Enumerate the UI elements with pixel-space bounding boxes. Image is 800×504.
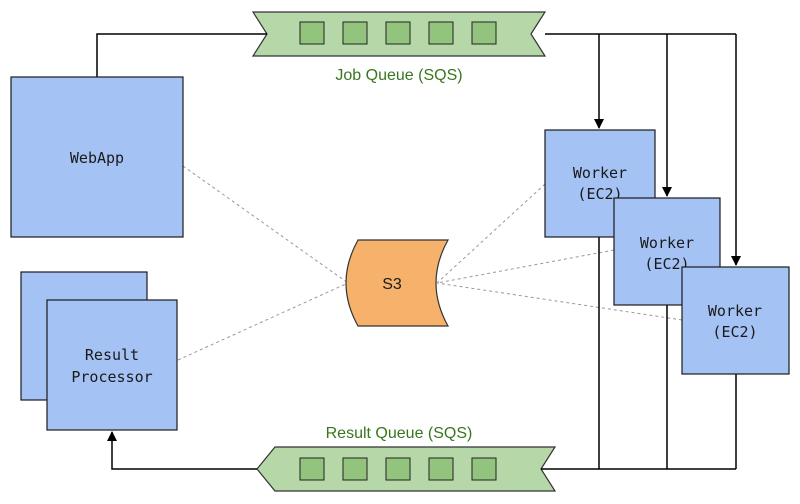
s3-node: S3 — [345, 239, 450, 327]
result-queue-slot — [428, 457, 454, 481]
result-queue-slot — [471, 457, 497, 481]
result-processor-label-line1: Result — [85, 346, 139, 364]
result-processor-node: Result Processor — [20, 271, 178, 431]
job-queue-slots — [299, 21, 497, 45]
result-queue-slot — [299, 457, 325, 481]
result-processor-box — [46, 299, 178, 431]
worker-box — [681, 266, 790, 375]
webapp-to-job-queue-line — [96, 33, 267, 77]
result-queue-slot — [385, 457, 411, 481]
processor-s3-link — [177, 282, 349, 361]
result-processor-label-line2: Processor — [71, 368, 152, 386]
worker-label-line2: (EC2) — [644, 255, 689, 273]
result-queue-label: Result Queue (SQS) — [326, 425, 473, 442]
result-queue-slot — [342, 457, 368, 481]
workers-to-result-queue — [541, 237, 737, 470]
result-queue-to-processor-arrow — [107, 431, 257, 470]
worker-label-line1: Worker — [708, 302, 762, 320]
job-queue-to-workers — [545, 33, 741, 266]
job-queue-slot — [428, 21, 454, 45]
job-queue — [251, 11, 547, 57]
job-queue-slot — [299, 21, 325, 45]
job-queue-slot — [471, 21, 497, 45]
worker-label-line2: (EC2) — [577, 185, 622, 203]
worker3-s3-link — [436, 282, 683, 321]
s3-shape — [345, 239, 450, 327]
job-queue-slot — [385, 21, 411, 45]
webapp-box — [10, 76, 184, 238]
worker-label-line1: Worker — [640, 234, 694, 252]
s3-label: S3 — [382, 276, 402, 293]
worker-label-line1: Worker — [573, 164, 627, 182]
webapp-s3-link — [182, 165, 349, 284]
job-queue-label: Job Queue (SQS) — [335, 67, 462, 84]
webapp-label: WebApp — [70, 149, 124, 167]
job-queue-slot — [342, 21, 368, 45]
result-queue-slots — [299, 457, 497, 481]
worker-node: Worker (EC2) — [681, 266, 790, 375]
s3-links — [177, 165, 683, 361]
worker1-s3-link — [436, 183, 546, 284]
worker-label-line2: (EC2) — [712, 323, 757, 341]
webapp-node: WebApp — [10, 76, 184, 238]
result-queue — [256, 446, 557, 492]
worker2-s3-link — [436, 249, 615, 284]
